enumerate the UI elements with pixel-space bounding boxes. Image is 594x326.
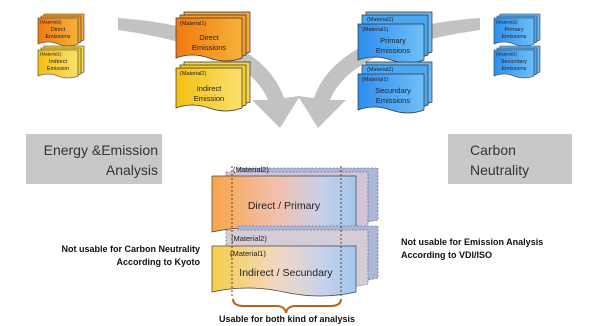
note-bottom: Usable for both kind of analysis	[219, 314, 355, 324]
doc-label-line2: Emissions	[376, 46, 410, 55]
material-label-front: (Material1)	[230, 249, 266, 258]
center-indirect-secondary-doc: (Material2) (Material1) Indirect / Secun…	[211, 225, 379, 297]
doc-label-line2: Emissions	[192, 43, 226, 52]
doc-label-line1: Primary	[505, 27, 524, 33]
material-label-front: (Material1)	[362, 77, 388, 83]
right-large-secondary-doc: (Material2) (Material1) Secundary Emissi…	[357, 61, 433, 114]
material-label: (Material2)	[496, 20, 518, 25]
carbon-neutrality-box: Carbon Neutrality	[448, 134, 572, 184]
energy-emission-analysis-box: Energy &Emission Analysis	[26, 134, 162, 184]
doc-label-line2: Emissions	[45, 34, 70, 40]
arrow-right	[298, 18, 480, 128]
right-large-primary-doc: (Material2) (Material1) Primary Emission…	[357, 11, 433, 64]
doc-label-line1: Indirect	[49, 59, 68, 65]
doc-label-line1: Direct	[199, 33, 220, 42]
material-label: (Material1)	[496, 52, 518, 57]
doc-label-line1: Direct	[51, 27, 66, 33]
left-small-direct-doc: (Material2) Direct Emissions	[37, 13, 85, 47]
doc-label-line2: Emissions	[376, 96, 410, 105]
material-label: (Material2)	[180, 71, 206, 77]
material-label-back: (Material2)	[231, 234, 267, 243]
box-label-line2: Neutrality	[470, 162, 529, 178]
doc-label-line2: Emissions	[501, 34, 526, 40]
doc-label: Indirect / Secundary	[239, 267, 333, 279]
doc-label-line1: Secundary	[501, 59, 528, 65]
note-left-line1: Not usable for Carbon Neutrality	[61, 244, 200, 254]
material-label-front: (Material1)	[362, 27, 388, 33]
left-small-indirect-doc: (Material1) Indirect Emission	[37, 45, 85, 79]
right-small-primary-doc: (Material2) Primary Emissions	[493, 13, 541, 47]
note-right-line1: Not usable for Emission Analysis	[401, 237, 543, 247]
material-label: (Material1)	[180, 21, 206, 27]
doc-label: Direct / Primary	[248, 200, 321, 212]
doc-label-line2: Emission	[194, 94, 224, 103]
arrow-left	[118, 18, 300, 128]
doc-label-line2: Emission	[47, 66, 69, 72]
center-direct-primary-doc: (Material2) Direct / Primary	[211, 165, 379, 237]
box-label-line1: Carbon	[470, 142, 516, 158]
right-small-secondary-doc: (Material1) Secundary Emissions	[493, 45, 541, 79]
curly-brace	[232, 298, 342, 314]
doc-label-line1: Secundary	[375, 86, 411, 95]
box-label-line2: Analysis	[106, 162, 158, 178]
doc-label-line1: Primary	[380, 36, 406, 45]
doc-label-line1: Indirect	[197, 84, 223, 93]
material-label-back: (Material2)	[367, 67, 393, 73]
material-label: (Material1)	[40, 52, 62, 57]
box-label-line1: Energy &Emission	[44, 142, 158, 158]
doc-label-line2: Emissions	[501, 66, 526, 72]
note-left-line2: According to Kyoto	[117, 257, 201, 267]
left-large-indirect-doc: (Material2) Indirect Emission	[175, 61, 251, 112]
left-large-direct-doc: (Material1) Direct Emissions	[175, 11, 251, 62]
note-right-line2: According to VDI/ISO	[401, 250, 492, 260]
material-label-back: (Material2)	[367, 17, 393, 23]
material-label: (Material2)	[233, 165, 269, 174]
material-label: (Material2)	[40, 20, 62, 25]
